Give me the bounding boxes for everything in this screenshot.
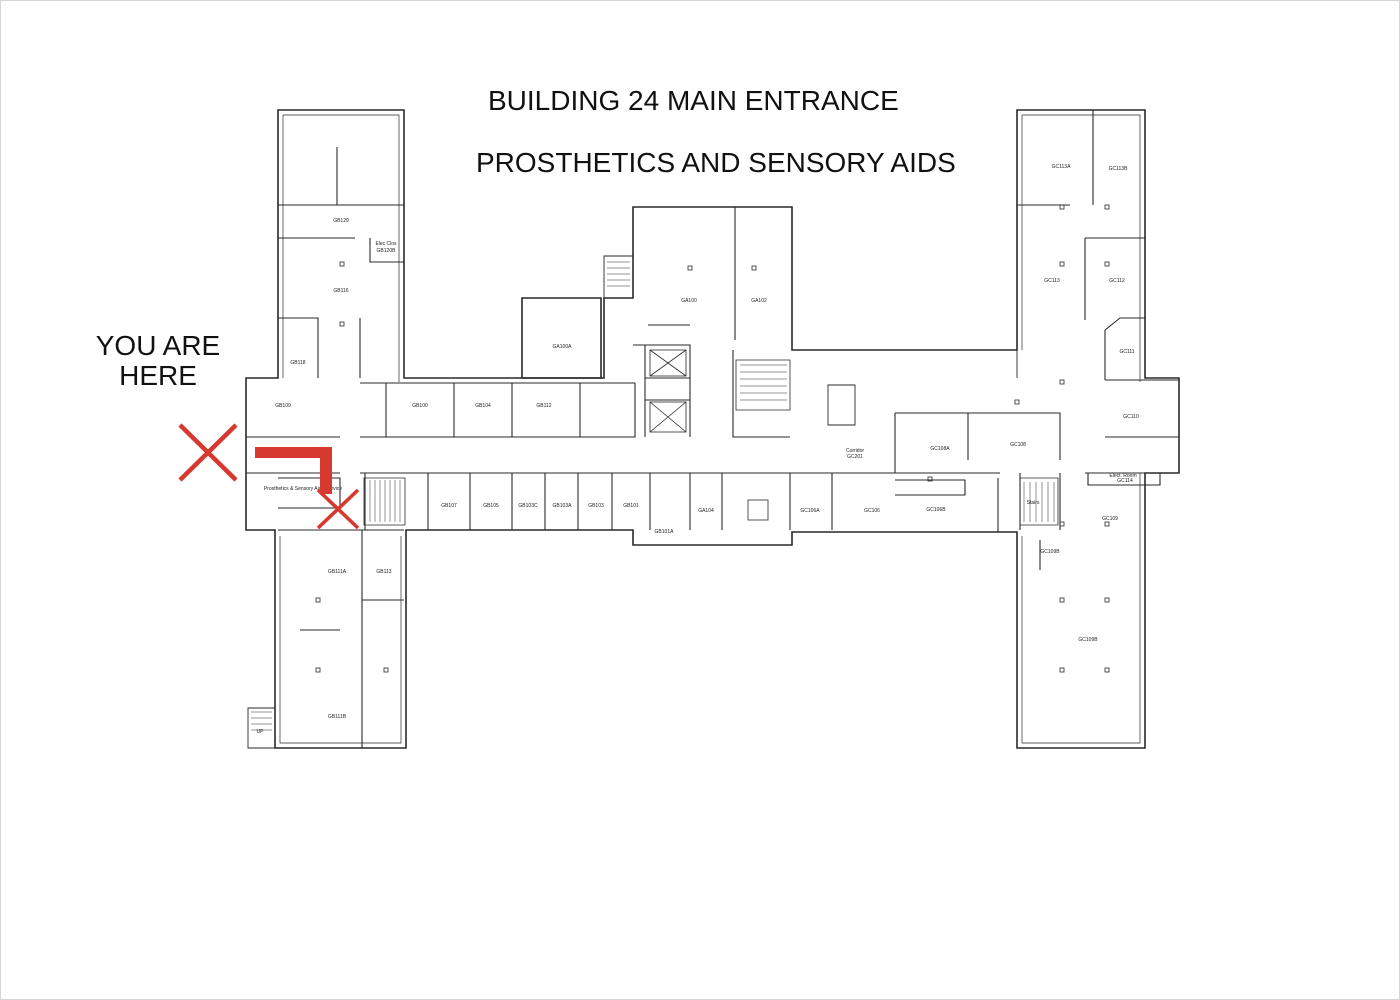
room-gc106a: GC106A <box>800 508 820 514</box>
room-gb100: GB100 <box>412 403 428 409</box>
room-prosthetics: Prosthetics & Sensory Aids Service <box>264 486 342 492</box>
room-gc106b: GC106B <box>926 507 946 513</box>
room-gb109: GB109 <box>275 403 291 409</box>
room-gb103c: GB103C <box>518 503 538 509</box>
big-x-marker <box>178 423 238 482</box>
elevators <box>649 349 769 521</box>
you-are-here-label: YOU ARE HERE <box>80 331 236 391</box>
room-gb120b: GB120B <box>377 248 397 254</box>
interior-walls <box>246 110 1179 748</box>
room-up: UP <box>257 729 265 735</box>
room-gb113: GB113 <box>376 569 391 575</box>
columns <box>315 204 1110 673</box>
room-gc106: GC106 <box>864 508 880 514</box>
room-gc109b-small: GC109B <box>1040 549 1060 555</box>
room-gb104: GB104 <box>475 403 491 409</box>
room-stairs: Stairs <box>1027 500 1040 506</box>
map-title: BUILDING 24 MAIN ENTRANCE <box>488 85 899 116</box>
route-arrow <box>255 447 332 494</box>
room-gb116: GB116 <box>333 288 348 294</box>
room-gc108: GC108 <box>1010 442 1026 448</box>
room-gc114: GC114 <box>1117 478 1133 484</box>
room-gb103a: GB103A <box>553 503 573 509</box>
room-gb101: GB101 <box>623 503 639 509</box>
room-gc108a: GC108A <box>930 446 950 452</box>
room-gc111: GC111 <box>1119 349 1134 355</box>
room-gb118: GB118 <box>290 360 305 366</box>
room-gb105: GB105 <box>483 503 499 509</box>
room-ga100: GA100 <box>681 298 697 304</box>
you-are-here-markers <box>178 423 360 530</box>
room-gc109b: GC109B <box>1078 637 1098 643</box>
room-labels: GB120 GB120B Elec Clos GB116 GB118 GB109… <box>257 164 1139 735</box>
room-elec-clos: Elec Clos <box>375 241 397 247</box>
room-ga100a: GA100A <box>553 344 573 350</box>
small-x-marker <box>316 488 360 530</box>
room-gc109: GC109 <box>1102 516 1118 522</box>
map-subtitle: PROSTHETICS AND SENSORY AIDS <box>476 147 956 178</box>
room-gb101a: GB101A <box>655 529 675 535</box>
room-gb111b: GB111B <box>328 714 347 720</box>
room-gc110: GC110 <box>1123 414 1139 420</box>
room-gc201: GC201 <box>847 454 863 460</box>
room-ga102: GA102 <box>751 298 767 304</box>
you-are-here-line-2: HERE <box>119 360 197 391</box>
room-gc113: GC113 <box>1044 278 1060 284</box>
room-gb112: GB112 <box>536 403 551 409</box>
room-gb111a: GB111A <box>328 569 347 575</box>
room-gb107: GB107 <box>441 503 457 509</box>
you-are-here-line-1: YOU ARE <box>95 330 221 361</box>
room-elect-room: Elect. Room <box>1109 473 1136 479</box>
room-gb120: GB120 <box>333 218 349 224</box>
room-gc113b: GC113B <box>1109 166 1128 172</box>
room-gb103: GB103 <box>588 503 604 509</box>
stair-treads <box>251 261 1055 731</box>
room-ga104: GA104 <box>698 508 714 514</box>
room-gc112: GC112 <box>1109 278 1125 284</box>
room-gc113a: GC113A <box>1052 164 1071 170</box>
room-corridor: Corridor <box>846 448 864 454</box>
